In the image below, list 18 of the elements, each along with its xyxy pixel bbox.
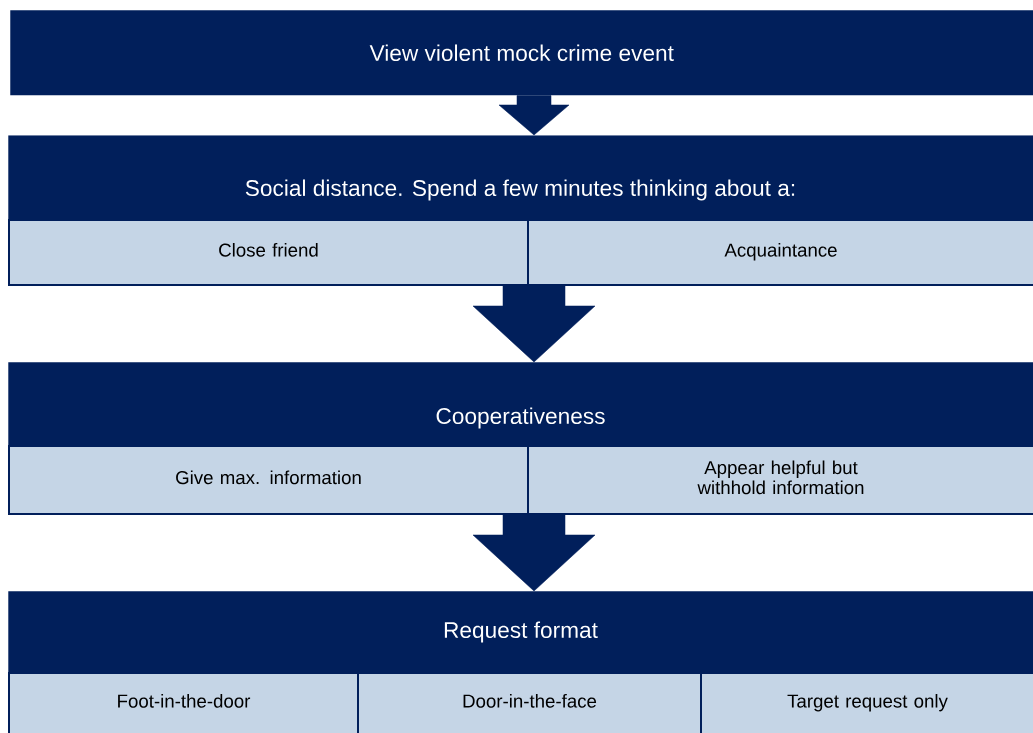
node-label: Acquaintance bbox=[724, 242, 837, 261]
node-label: Foot-in-the-door bbox=[118, 693, 251, 708]
block-arrow bbox=[498, 95, 570, 136]
option-cell: Target request only bbox=[700, 672, 1033, 733]
block-arrow bbox=[472, 284, 596, 363]
option-cell: Door-in-the-face bbox=[357, 672, 702, 733]
option-cell: Give max. information bbox=[8, 445, 529, 515]
step-box: View violent mock crime event bbox=[10, 10, 1033, 96]
step-panel: Request format bbox=[8, 591, 1033, 673]
option-cell: Foot-in-the-door bbox=[8, 672, 359, 733]
step-panel: Social distance. Spend a few minutes thinking about a: bbox=[8, 135, 1033, 220]
option-cell: Acquaintance bbox=[527, 219, 1033, 286]
step-panel: Cooperativeness bbox=[8, 362, 1033, 446]
node-label: Appear helpful but withhold information bbox=[697, 460, 864, 495]
option-cell: Appear helpful but withhold information bbox=[527, 445, 1033, 515]
option-cell: Close friend bbox=[8, 219, 529, 286]
block-arrow bbox=[472, 513, 596, 592]
node-label: Door-in-the-face bbox=[463, 693, 597, 708]
